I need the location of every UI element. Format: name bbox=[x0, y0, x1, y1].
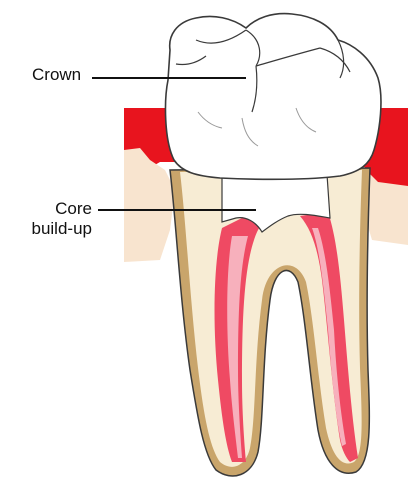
core-build-up-label: Core build-up bbox=[42, 199, 92, 239]
bone-tissue bbox=[124, 148, 175, 262]
crown-label: Crown bbox=[32, 65, 81, 85]
core-label-line1: Core bbox=[42, 199, 92, 219]
crown bbox=[166, 14, 381, 180]
core-label-line2: build-up bbox=[10, 219, 92, 239]
